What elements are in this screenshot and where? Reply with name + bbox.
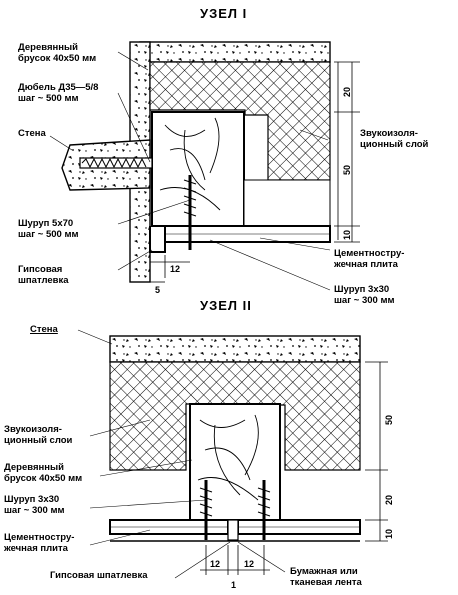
screw2b-label-line2: шаг ~ 300 мм: [4, 505, 65, 516]
sound-insulation: [149, 61, 331, 181]
dowel-label-line1: Дюбель Д35—5/8: [18, 82, 99, 93]
wall-label: Стена: [18, 128, 46, 139]
screw-label-line2: шаг ~ 500 мм: [18, 229, 79, 240]
beam-label-line2: брусок 40х50 мм: [18, 53, 97, 64]
dim2-20: 20: [384, 494, 394, 505]
dim2-10: 10: [384, 528, 394, 539]
gypsum-fill: [149, 226, 166, 253]
cement2-label-line1: Цементностру-: [4, 532, 75, 543]
cement-label-line1: Цементностру-: [334, 248, 405, 259]
beam2-label-line2: брусок 40х50 мм: [4, 473, 83, 484]
joint: [227, 519, 239, 541]
screw2-label: Шуруп 3х30 шаг ~ 300 мм: [334, 284, 395, 306]
dowel-label-line2: шаг ~ 500 мм: [18, 93, 79, 104]
beam-label-2: Деревянный брусок 40х50 мм: [4, 462, 82, 484]
wooden-beam: [151, 111, 245, 227]
screw-label-line1: Шуруп 5х70: [18, 218, 74, 229]
screw2b-label-line1: Шуруп 3х30: [4, 494, 60, 505]
beam2-label-line1: Деревянный: [4, 462, 64, 473]
dim2-50: 50: [384, 414, 394, 425]
cement-label-2: Цементностру- жечная плита: [4, 532, 74, 554]
gypsum-label-line1: Гипсовая: [18, 264, 63, 275]
sound-insulation-label: Звукоизоля- ционный слой: [360, 128, 428, 150]
dim2-12a: 12: [210, 559, 221, 569]
dim2-12b: 12: [244, 559, 255, 569]
beam-label: Деревянный брусок 40х50 мм: [18, 42, 96, 64]
cement-label-line2: жечная плита: [334, 259, 398, 270]
cement2-label-line2: жечная плита: [4, 543, 68, 554]
gypsum-label-2: Гипсовая шпатлевка: [50, 570, 148, 581]
dowel-label: Дюбель Д35—5/8 шаг ~ 500 мм: [18, 82, 98, 104]
dim-10: 10: [342, 229, 352, 240]
cement-label: Цементностру- жечная плита: [334, 248, 404, 270]
tape-label: Бумажная или тканевая лента: [290, 566, 362, 588]
screw2-label-line2: шаг ~ 300 мм: [334, 295, 395, 306]
sound-label-line1: Звукоизоля-: [360, 128, 418, 139]
screw2-label-line1: Шуруп 3х30: [334, 284, 390, 295]
node1-drawing: [49, 41, 360, 291]
wall-slab-top: [139, 41, 331, 63]
node1-title: УЗЕЛ I: [200, 6, 248, 21]
screw-label-2: Шуруп 3х30 шаг ~ 300 мм: [4, 494, 65, 516]
wall-slab: [109, 335, 361, 363]
screw-label: Шуруп 5х70 шаг ~ 500 мм: [18, 218, 79, 240]
wooden-beam-2: [189, 403, 281, 521]
wall-label-2: Стена: [30, 324, 58, 335]
node2-title: УЗЕЛ II: [200, 298, 252, 313]
beam-label-line1: Деревянный: [18, 42, 78, 53]
sound-label-line2: ционный слой: [360, 139, 429, 150]
dim-20: 20: [342, 86, 352, 97]
dim-12: 12: [170, 264, 181, 274]
dim-5: 5: [155, 285, 161, 295]
sound2-label-line1: Звукоизоля-: [4, 424, 62, 435]
sound-insulation-label-2: Звукоизоля- ционный слои: [4, 424, 72, 446]
dim-50: 50: [342, 164, 352, 175]
dim2-1: 1: [231, 580, 237, 590]
sound2-label-line2: ционный слои: [4, 435, 73, 446]
tape-label-line1: Бумажная или: [290, 566, 358, 577]
tape-label-line2: тканевая лента: [290, 577, 362, 588]
node2-drawing: [77, 329, 388, 579]
gypsum-label: Гипсовая шпатлевка: [18, 264, 69, 286]
gypsum-label-line2: шпатлевка: [18, 275, 69, 286]
